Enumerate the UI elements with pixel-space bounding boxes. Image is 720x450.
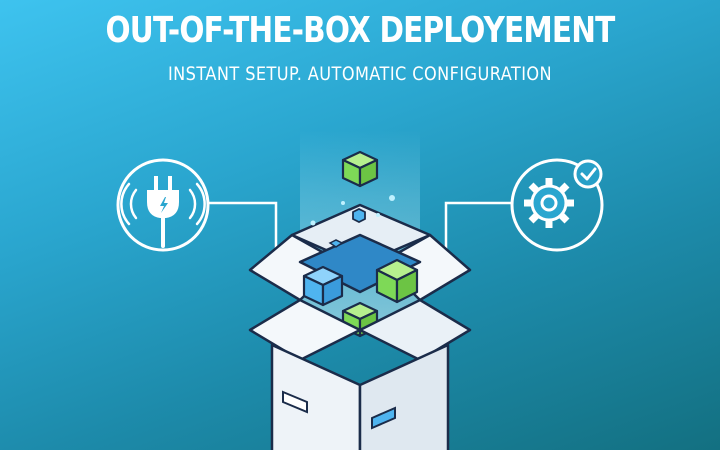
small-hexagon: [352, 207, 366, 224]
green-cube-icon: [341, 150, 379, 188]
blue-cube-icon: [302, 265, 344, 307]
subheadline: INSTANT SETUP. AUTOMATIC CONFIGURATION: [167, 63, 553, 85]
gear-check-icon: [510, 158, 604, 252]
open-box-icon: [248, 130, 472, 450]
green-cube-icon: [375, 258, 419, 304]
right-connector-line: [444, 201, 512, 252]
headline: OUT-OF-THE-BOX DEPLOYEMENT: [105, 10, 616, 51]
left-connector-line: [208, 201, 278, 252]
small-diamond: [328, 239, 344, 248]
power-plug-icon: [116, 158, 210, 252]
